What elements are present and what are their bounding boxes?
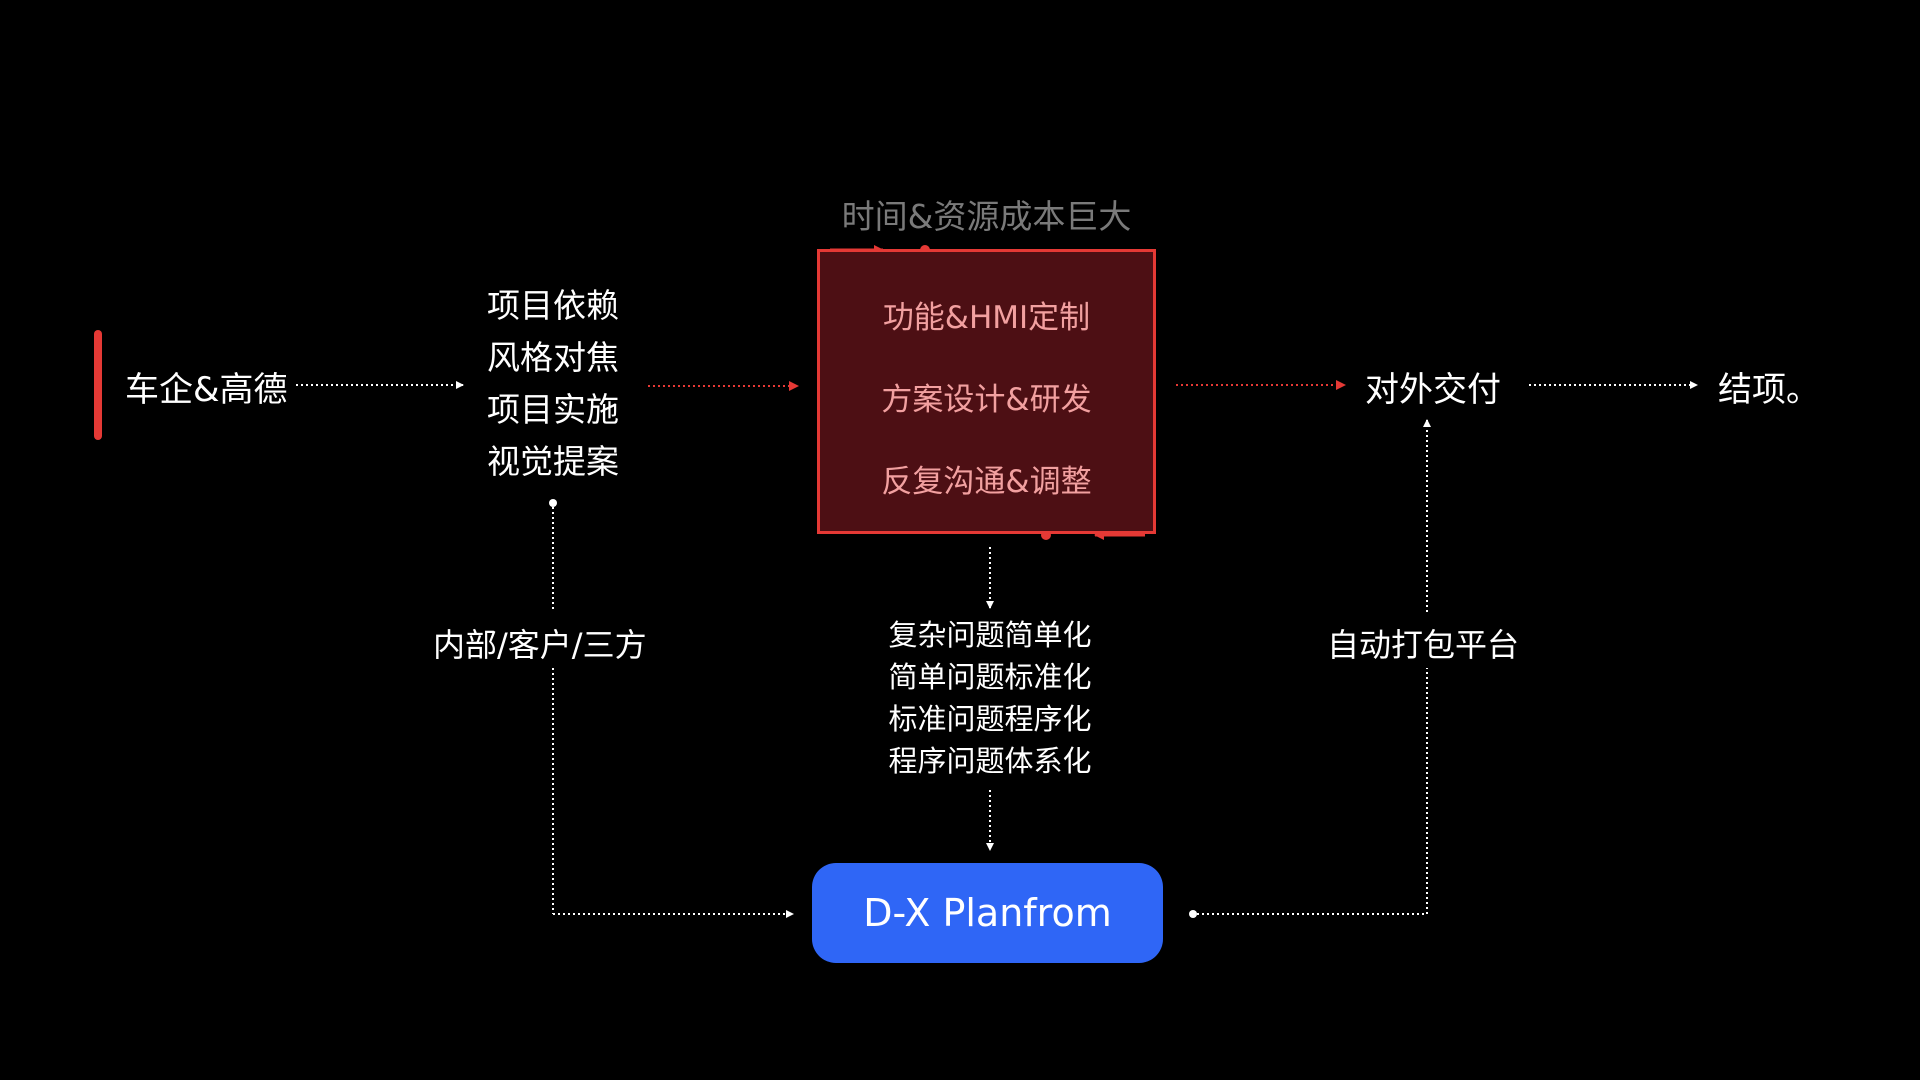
platform-node: D-X Planfrom	[812, 863, 1163, 963]
source-accent-bar	[94, 330, 102, 440]
right-branch-label: 自动打包平台	[1327, 626, 1520, 664]
process-item: 反复沟通&调整	[881, 464, 1092, 500]
process-box: 功能&HMI定制 方案设计&研发 反复沟通&调整	[817, 249, 1156, 534]
output-label: 对外交付	[1365, 370, 1501, 410]
simplify-step: 复杂问题简单化	[888, 618, 1092, 652]
left-branch-dot	[549, 499, 557, 507]
final-label: 结项。	[1718, 370, 1820, 410]
simplify-step: 简单问题标准化	[888, 660, 1092, 694]
inputs-list: 项目依赖 风格对焦 项目实施 视觉提案	[478, 280, 628, 488]
source-label: 车企&高德	[125, 370, 288, 410]
process-item: 方案设计&研发	[881, 382, 1092, 418]
input-item: 风格对焦	[487, 338, 619, 377]
process-item: 功能&HMI定制	[882, 300, 1091, 336]
simplify-step: 程序问题体系化	[888, 744, 1092, 778]
input-item: 项目依赖	[487, 286, 619, 325]
input-item: 项目实施	[487, 390, 619, 429]
left-branch-label: 内部/客户/三方	[433, 626, 647, 664]
simplify-step: 标准问题程序化	[888, 702, 1092, 736]
right-branch-dot	[1189, 910, 1197, 918]
cost-note: 时间&资源成本巨大	[841, 197, 1132, 236]
input-item: 视觉提案	[487, 442, 619, 481]
simplify-steps-list: 复杂问题简单化 简单问题标准化 标准问题程序化 程序问题体系化	[870, 614, 1110, 782]
